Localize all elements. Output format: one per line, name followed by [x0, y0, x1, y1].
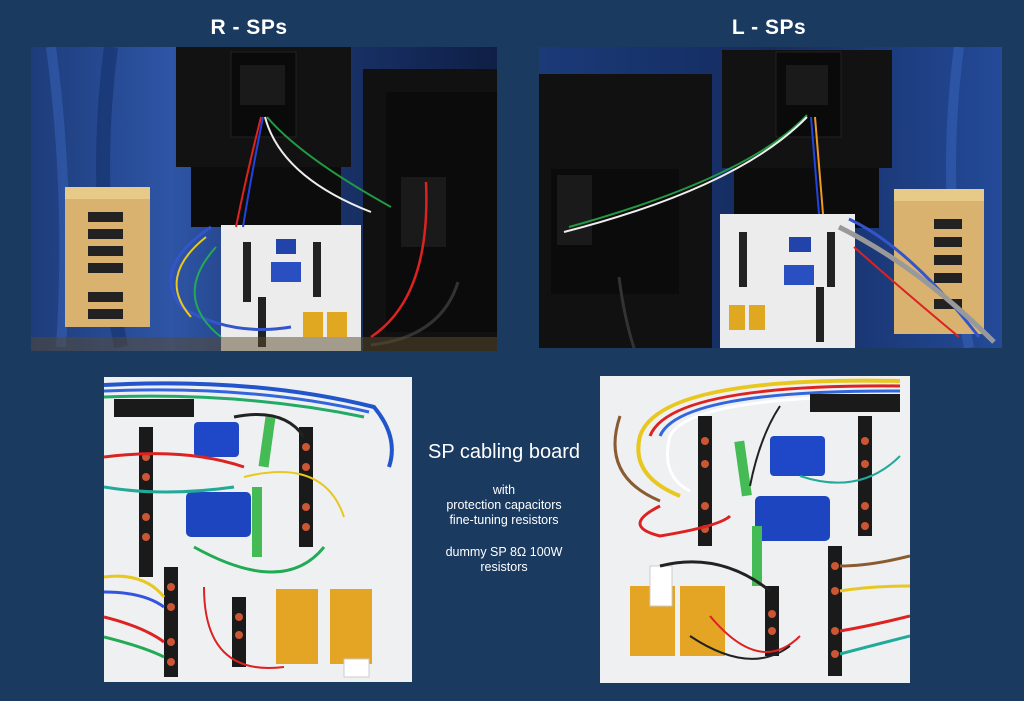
photo-right-speaker-setup [31, 47, 497, 351]
caption-title: SP cabling board [428, 441, 580, 463]
caption-line-protection: protection capacitors [446, 498, 562, 512]
caption-line-dummy: dummy SP 8Ω 100W [445, 545, 563, 559]
caption-line-resistors: resistors [480, 560, 528, 574]
caption-line-with: with [492, 483, 516, 497]
photo-right-cabling-board [104, 377, 412, 682]
photo-left-speaker-setup [539, 47, 1002, 348]
title-left-speakers: L - SPs [731, 16, 807, 39]
caption-line-fine-tuning: fine-tuning resistors [449, 513, 559, 527]
title-right-speakers: R - SPs [210, 16, 288, 39]
photo-left-cabling-board [600, 376, 910, 683]
